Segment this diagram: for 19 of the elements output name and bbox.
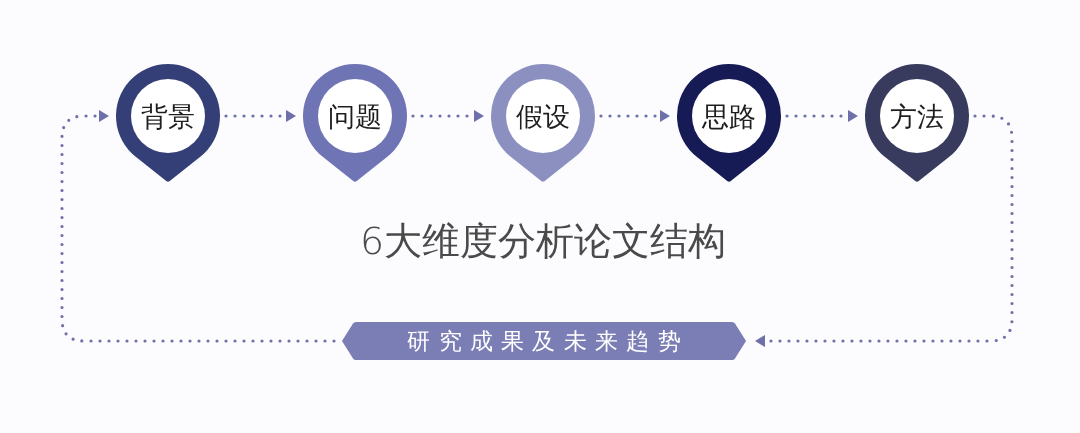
dotted-arrow [411, 110, 486, 122]
dotted-arrow [599, 110, 672, 122]
location-pin [116, 64, 220, 184]
step-label: 方法 [890, 102, 944, 130]
step-label: 假设 [516, 102, 570, 130]
step-label: 问题 [328, 102, 382, 130]
banner-text: 研究成果及未来趋势 [407, 329, 689, 353]
dotted-arrow [224, 110, 298, 122]
hexagon-banner [340, 322, 748, 360]
dotted-arrow [60, 110, 336, 343]
dotted-arrow [785, 110, 860, 122]
location-pin [865, 64, 969, 184]
location-pin [303, 64, 407, 184]
diagram-title: 6大维度分析论文结构 [359, 222, 727, 262]
step-label: 背景 [141, 102, 195, 130]
location-pin [677, 64, 781, 184]
location-pin [491, 64, 595, 184]
dotted-arrow [753, 114, 1014, 347]
step-label: 思路 [702, 102, 756, 130]
